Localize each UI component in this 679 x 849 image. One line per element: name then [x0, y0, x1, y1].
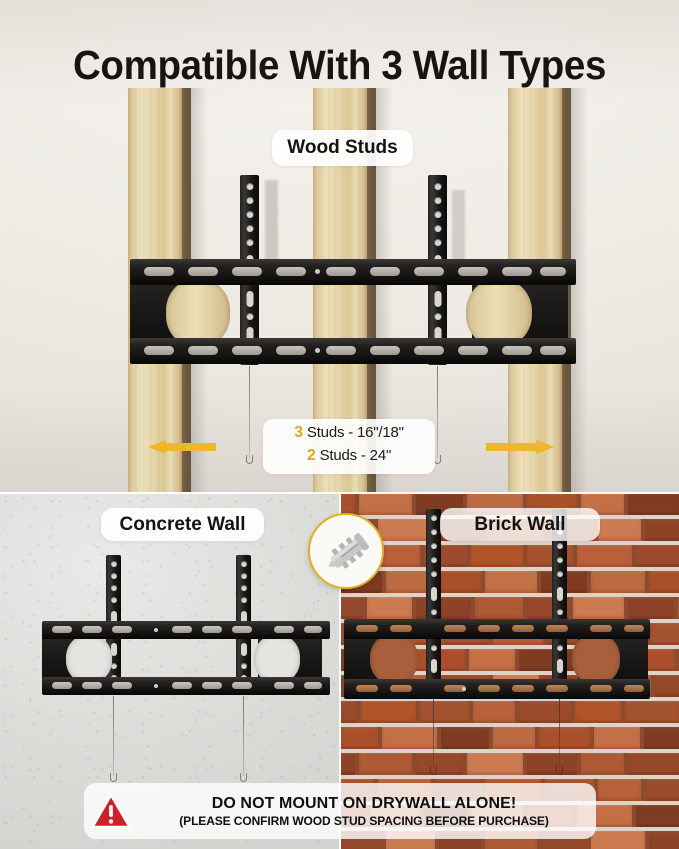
- brick: [643, 727, 679, 749]
- arrow-right-icon: [486, 440, 554, 454]
- brick: [539, 727, 591, 749]
- brick-row: [340, 727, 679, 753]
- brick: [382, 727, 437, 749]
- brick: [651, 623, 679, 645]
- brick: [527, 753, 578, 775]
- brick: [636, 545, 679, 567]
- brick: [367, 597, 413, 619]
- brick: [649, 571, 679, 593]
- brick: [469, 649, 516, 671]
- brick: [340, 727, 379, 749]
- brick: [645, 779, 679, 801]
- warning-subline: (PLEASE CONFIRM WOOD STUD SPACING BEFORE…: [179, 813, 549, 828]
- bracket-bottom-rail: [42, 677, 330, 695]
- brick: [598, 779, 642, 801]
- arm-shadow: [452, 190, 465, 272]
- brick: [340, 493, 356, 515]
- panel-divider-horizontal: [0, 492, 679, 494]
- brick: [624, 701, 679, 723]
- brick: [378, 519, 431, 541]
- brick: [438, 571, 482, 593]
- stud-count-3: 3: [294, 424, 303, 441]
- brick: [575, 701, 621, 723]
- stud-count-2: 2: [306, 447, 316, 464]
- brick: [485, 571, 538, 593]
- label-brick-wall: Brick Wall: [440, 508, 600, 541]
- stud-spacing-callout: 3 Studs - 16"/18" 2 Studs - 24": [263, 419, 435, 474]
- bracket-top-rail: [130, 259, 576, 285]
- brick: [590, 831, 646, 849]
- brick: [577, 545, 633, 567]
- warning-triangle-icon: [84, 793, 138, 829]
- label-wood-studs: Wood Studs: [272, 130, 413, 166]
- hanging-wire: [430, 699, 437, 775]
- drywall-warning-banner: DO NOT MOUNT ON DRYWALL ALONE! (PLEASE C…: [84, 783, 596, 839]
- brick: [655, 675, 679, 697]
- wall-anchor-badge: [308, 513, 384, 589]
- bracket-vertical-arm: [426, 509, 441, 695]
- brick-row: [340, 571, 679, 597]
- brick: [636, 805, 679, 827]
- brick: [573, 597, 625, 619]
- stud-shadow: [568, 88, 588, 493]
- arrow-left-icon: [148, 440, 216, 454]
- brick: [416, 597, 471, 619]
- brick: [598, 519, 642, 541]
- brick: [340, 753, 356, 775]
- hanging-wire: [246, 366, 253, 464]
- brick: [474, 597, 524, 619]
- bracket-top-rail: [42, 621, 330, 639]
- bracket-bottom-rail: [130, 338, 576, 364]
- brick: [340, 597, 364, 619]
- bracket-top-rail: [344, 619, 650, 639]
- stud-side: [367, 88, 376, 493]
- brick: [340, 701, 358, 723]
- warning-headline: DO NOT MOUNT ON DRYWALL ALONE!: [211, 794, 517, 812]
- brick: [416, 753, 463, 775]
- brick: [359, 753, 413, 775]
- page-title: Compatible With 3 Wall Types: [72, 42, 607, 88]
- stud-spacing-text-2: Studs - 24": [319, 447, 392, 464]
- hanging-wire: [556, 699, 563, 775]
- brick: [359, 493, 413, 515]
- brick-row: [340, 545, 679, 571]
- hanging-wire: [434, 366, 441, 464]
- arm-shadow: [265, 180, 278, 270]
- brick: [440, 727, 490, 749]
- brick: [519, 701, 572, 723]
- warning-text: DO NOT MOUNT ON DRYWALL ALONE! (PLEASE C…: [138, 794, 596, 829]
- brick-row: [340, 753, 679, 779]
- brick: [466, 753, 524, 775]
- wood-studs-panel: Compatible With 3 Wall Types: [0, 0, 679, 493]
- brick-row: [340, 701, 679, 727]
- hanging-wire: [240, 696, 247, 782]
- brick: [493, 727, 536, 749]
- brick: [645, 519, 679, 541]
- brick: [590, 571, 646, 593]
- brick: [581, 753, 625, 775]
- brick: [361, 701, 417, 723]
- brick: [628, 493, 679, 515]
- brick: [649, 831, 679, 849]
- brick: [420, 701, 469, 723]
- stud-spacing-line-2: 2 Studs - 24": [263, 447, 435, 470]
- stud-spacing-line-1: 3 Studs - 16"/18": [263, 424, 435, 447]
- bracket-bottom-rail: [344, 679, 650, 699]
- brick: [471, 545, 524, 567]
- label-concrete-wall: Concrete Wall: [101, 508, 264, 541]
- brick: [594, 727, 640, 749]
- brick: [628, 753, 679, 775]
- stud-spacing-text-1: Studs - 16"/18": [306, 424, 404, 441]
- stud-shadow: [373, 88, 393, 493]
- brick: [628, 597, 674, 619]
- brick: [472, 701, 516, 723]
- hanging-wire: [110, 696, 117, 782]
